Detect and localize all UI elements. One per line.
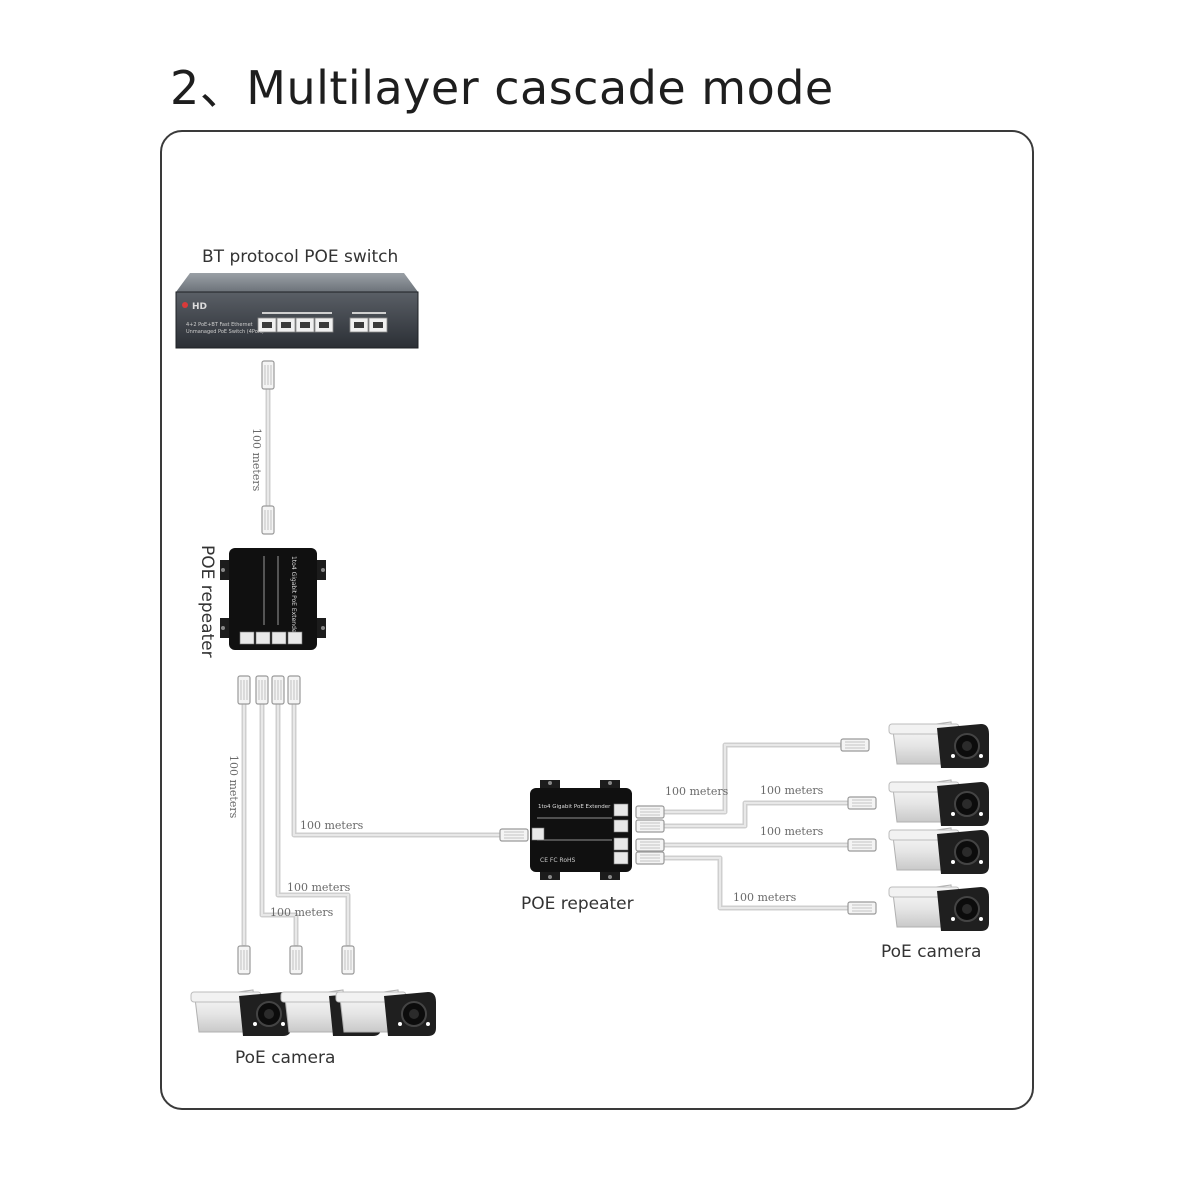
cable-label-right-3: 100 meters [760, 825, 824, 838]
repeater-top-model: 1to4 Gigabit PoE Extender [290, 556, 297, 636]
bullet-camera-icon [888, 721, 990, 769]
rj45-connector-icon [635, 819, 665, 833]
rj45-connector-icon [499, 828, 529, 842]
bullet-camera-icon [888, 779, 990, 827]
rj45-connector-icon [289, 945, 303, 975]
repeater-mid-model: 1to4 Gigabit PoE Extender [538, 804, 611, 810]
rj45-connector-icon [847, 838, 877, 852]
cameras-right [888, 721, 990, 932]
rj45-connector-icon [287, 675, 301, 705]
rj45-connector-icon [271, 675, 285, 705]
cable-to-repeater-mid [291, 687, 508, 838]
cable-label-bottom-a: 100 meters [287, 881, 351, 894]
rj45-connector-icon [840, 738, 870, 752]
switch-model-line2: Unmanaged PoE Switch (4Port) [186, 329, 264, 335]
rj45-connector-icon [635, 805, 665, 819]
cable-label-right-4: 100 meters [733, 891, 797, 904]
cable-label-to-repeater-mid: 100 meters [300, 819, 364, 832]
rj45-connector-icon [255, 675, 269, 705]
switch-model-line1: 4+2 PoE+BT Fast Ethernet [186, 322, 253, 328]
bullet-camera-icon [888, 827, 990, 875]
rj45-connector-icon [847, 796, 877, 810]
cameras-bottom [190, 989, 437, 1037]
rj45-connector-icon [261, 360, 275, 390]
cable-label-vertical-left: 100 meters [227, 755, 240, 819]
cameras-bottom-label: PoE camera [235, 1048, 335, 1068]
cable-label-right-2: 100 meters [760, 784, 824, 797]
repeater-top-label: POE repeater [197, 545, 217, 658]
rj45-connector-icon [635, 838, 665, 852]
poe-repeater-icon-top: 1to4 Gigabit PoE Extender [220, 548, 326, 650]
poe-switch-icon: HD 4+2 PoE+BT Fast Ethernet Unmanaged Po… [175, 273, 419, 349]
bullet-camera-icon [888, 884, 990, 932]
diagram-title: 2、Multilayer cascade mode [170, 61, 834, 115]
bullet-camera-icon [335, 989, 437, 1037]
cable-label-switch-to-repeater: 100 meters [250, 428, 263, 492]
diagram-frame [160, 130, 1034, 1110]
repeater-mid-label: POE repeater [521, 894, 634, 914]
rj45-connector-icon [635, 851, 665, 865]
rj45-connector-icon [261, 505, 275, 535]
switch-label: BT protocol POE switch [202, 247, 398, 267]
bullet-camera-icon [190, 989, 292, 1037]
rj45-connector-icon [341, 945, 355, 975]
rj45-connector-icon [237, 675, 251, 705]
switch-logo: HD [192, 302, 207, 312]
svg-text:CE FC RoHS: CE FC RoHS [540, 857, 576, 864]
cable-label-bottom-b: 100 meters [270, 906, 334, 919]
rj45-connector-icon [847, 901, 877, 915]
cameras-right-label: PoE camera [881, 942, 981, 962]
poe-repeater-icon-mid: 1to4 Gigabit PoE Extender CE FC RoHS [530, 780, 632, 880]
rj45-connector-icon [237, 945, 251, 975]
cable-label-right-1: 100 meters [665, 785, 729, 798]
